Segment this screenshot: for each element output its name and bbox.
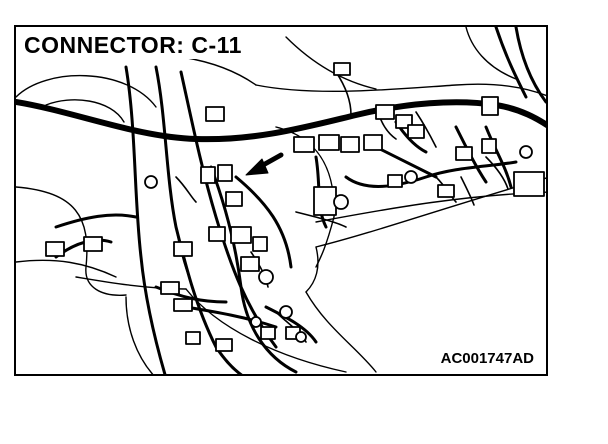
reference-code: AC001747AD (438, 350, 536, 368)
arrow-icon (245, 152, 284, 176)
wiring-harness-illustration (16, 27, 546, 374)
main-harness (16, 99, 546, 143)
body-panel-outlines (16, 27, 546, 374)
diagram-frame: CONNECTOR: C-11 AC001747AD (14, 25, 548, 376)
connectors (45, 62, 545, 352)
grommets (144, 145, 533, 343)
diagram-title: CONNECTOR: C-11 (22, 31, 246, 59)
